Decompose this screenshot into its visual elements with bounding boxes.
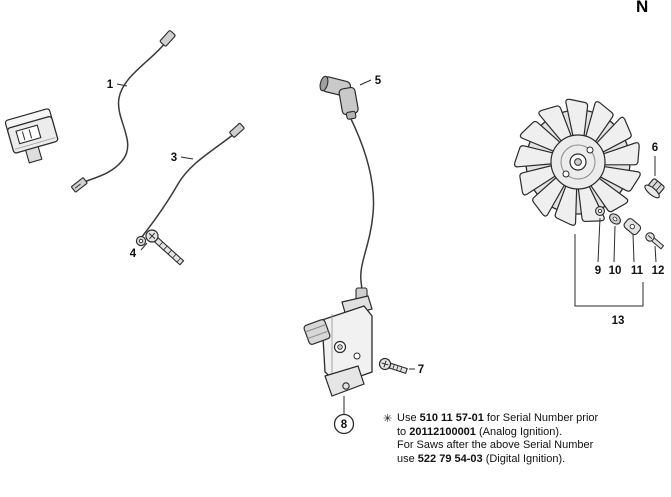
screw-12 xyxy=(645,232,665,250)
callout-3: 3 xyxy=(171,152,177,164)
stop-switch-part xyxy=(4,108,59,164)
callout-13: 13 xyxy=(612,315,625,327)
part-number-digital: 522 79 54-03 xyxy=(417,452,483,465)
footnote-line-3: For Saws after the above Serial Number xyxy=(397,439,594,452)
callout-7: 7 xyxy=(418,364,424,376)
wire-1-terminal-top xyxy=(159,30,176,47)
callout-8-circle xyxy=(333,413,355,435)
part-number-analog: 510 11 57-01 xyxy=(419,412,484,424)
wire-1 xyxy=(71,30,176,193)
leader-lines xyxy=(116,79,657,414)
callout-12: 12 xyxy=(652,265,665,277)
wire-3 xyxy=(135,122,245,247)
screw-4 xyxy=(145,229,185,266)
callout-5: 5 xyxy=(375,75,382,87)
footnote-line-1: Use 510 11 57-01 for Serial Number prior xyxy=(397,412,599,424)
callout-10: 10 xyxy=(609,265,622,277)
callout-4: 4 xyxy=(130,248,137,260)
callout-1: 1 xyxy=(107,79,114,91)
page-section-letter: N xyxy=(636,0,649,16)
wire-3-terminal-top xyxy=(229,122,245,138)
ignition-module xyxy=(303,287,373,397)
screw-7 xyxy=(378,357,408,375)
footnote-line-4: use 522 79 54-03 (Digital Ignition). xyxy=(397,452,566,465)
serial-number: 20112100001 xyxy=(409,425,476,438)
callout-9: 9 xyxy=(595,265,601,277)
callout-11: 11 xyxy=(631,265,644,277)
washer-10 xyxy=(609,213,621,225)
spark-plug-boot xyxy=(319,75,359,120)
callout-6: 6 xyxy=(652,142,658,154)
spark-plug-wire xyxy=(350,118,375,291)
footnote-line-2: to 20112100001 (Analog Ignition). xyxy=(397,425,563,438)
wire-1-terminal-bottom xyxy=(71,177,88,193)
pawl-11 xyxy=(623,218,642,236)
footnote-asterisk-icon: ✳ xyxy=(383,412,393,425)
footnote: ✳ Use 510 11 57-01 for Serial Number pri… xyxy=(383,412,598,466)
footnote-text: Use 510 11 57-01 for Serial Number prior… xyxy=(397,412,598,466)
washer-9 xyxy=(595,206,605,216)
nut-6 xyxy=(644,178,665,199)
flywheel xyxy=(513,98,642,227)
callout-8: 8 xyxy=(341,419,348,431)
